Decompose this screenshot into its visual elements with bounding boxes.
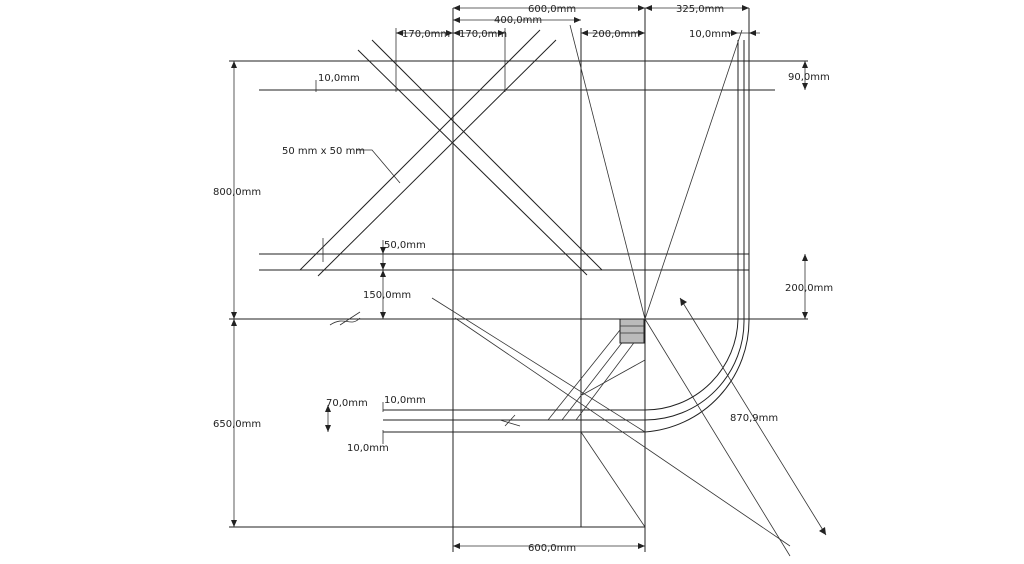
dim-left-650: 650,0mm [213,419,261,430]
label-50x50: 50 mm x 50 mm [282,146,365,157]
break-symbol [329,311,361,326]
dim-low-10-a: 10,0mm [384,395,426,406]
dim-diag-870: 870,9mm [730,413,778,424]
dim-top-600: 600,0mm [528,4,576,15]
dim-top-400: 400,0mm [494,15,542,26]
break-symbol-lower [499,414,521,427]
dim-low-70: 70,0mm [326,398,368,409]
dim-low-10-b: 10,0mm [347,443,389,454]
dim-top-170-left: 170,0mm [402,29,450,40]
dim-bottom-600: 600,0mm [528,543,576,554]
construction-lines [431,24,791,557]
junction-block [619,318,645,344]
dim-top-325: 325,0mm [676,4,724,15]
dim-mid-150: 150,0mm [363,290,411,301]
dim-top-170-right: 170,0mm [459,29,507,40]
frame-lines [229,8,808,552]
dim-top-10-right: 10,0mm [689,29,731,40]
dim-mid-50: 50,0mm [384,240,426,251]
dim-top-200: 200,0mm [592,29,640,40]
dimension-lines [231,5,827,549]
dim-left-800: 800,0mm [213,187,261,198]
dim-left-10: 10,0mm [318,73,360,84]
cross-members [299,29,603,277]
dim-right-90: 90,0mm [788,72,830,83]
dim-right-200: 200,0mm [785,283,833,294]
